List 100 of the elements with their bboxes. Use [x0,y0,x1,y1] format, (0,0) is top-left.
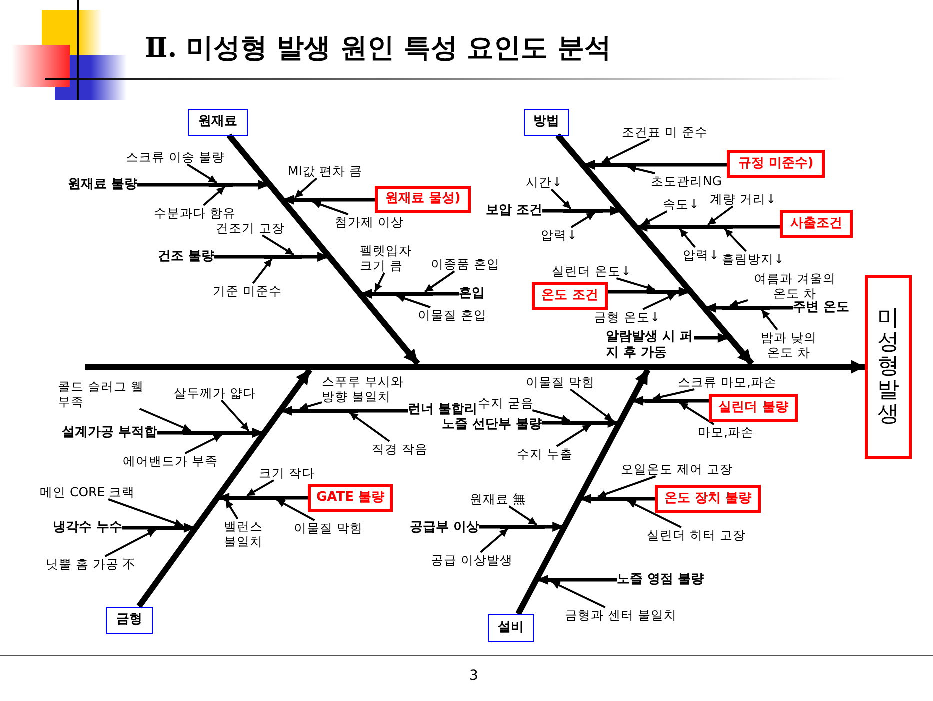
category-box: 원재료 [188,108,248,136]
arrow [228,134,459,299]
arrow [550,188,572,210]
arrow [252,258,273,284]
cause-label: 건조 불량 [158,249,215,265]
sub-cause-label: 스푸루 부시와 방향 불일치 [322,374,414,404]
sub-cause-label: 여름과 겨울의 온도 차 [748,271,842,301]
arrow [556,134,754,366]
arrow [186,164,218,184]
sub-cause-label: 실린더 히터 고장 [647,528,746,542]
category-box: 설비 [488,614,534,642]
arrow [602,138,650,164]
sub-cause-label: 실린더 온도↓ [552,264,632,278]
sub-cause-label: 밸런스 불일치 [224,519,270,549]
arrow [294,178,318,199]
arrow [226,134,420,366]
category-box: 방법 [524,108,569,136]
arrow [532,410,570,423]
arrow [424,270,456,293]
sub-cause-label: 초도관리NG [651,174,722,188]
page-number: 3 [468,668,480,684]
sub-cause-label: 살두께가 얇다 [174,386,256,400]
sub-cause-label: 공급 이상발생 [431,552,513,568]
sub-cause-label: 오일온도 제어 고장 [621,462,733,476]
arrow [276,499,316,522]
cause-label: 런너 불합리 [408,402,478,418]
highlighted-cause-box: 온도 조건 [532,282,608,310]
sub-cause-label: 계량 거리↓ [710,192,776,206]
cause-label: 냉각수 누수 [53,520,123,536]
arrow [642,293,676,310]
arrow [570,388,614,422]
cause-label: 노즐 선단부 불량 [442,417,542,433]
arrow [220,400,250,432]
sub-cause-label: 속도↓ [663,196,700,212]
arrow [225,499,239,520]
sub-cause-label: 스크류 마모,파손 [678,374,777,390]
arrow [516,368,651,616]
sub-cause-label: 금형과 센터 불일치 [565,608,677,622]
sub-cause-label: 스크류 이송 불량 [126,150,225,164]
arrow [246,480,274,497]
arrow [480,528,509,554]
highlighted-cause-box: 원재료 물성) [375,186,471,212]
arrow [570,212,596,228]
sub-cause-label: 압력↓ [683,248,720,262]
arrow [136,368,312,608]
sub-cause-label: 수분과다 함유 [154,206,236,220]
arrow [628,500,682,528]
arrow [349,412,390,442]
arrow [724,228,747,252]
category-box: 금형 [106,606,153,634]
arrow [508,506,538,526]
sub-cause-label: 마모,파손 [698,424,754,440]
cause-label: 알람발생 시 퍼지 후 가동 [606,329,694,361]
arrow [616,278,656,292]
title: Ⅱ. 미성형 발생 원인 특성 요인도 분석 [145,32,612,66]
arrow [108,498,184,528]
arrow [652,388,695,402]
sub-cause-label: 닛뿔 홈 가공 不 [46,556,136,572]
sub-cause-label: 콜드 슬러그 웰 부족 [58,379,152,409]
highlighted-cause-box: GATE 불량 [308,484,393,512]
sub-cause-label: 수지 굳음 [478,396,534,410]
arrow [552,581,606,608]
sub-cause-label: 이물질 막힘 [294,520,363,536]
sub-cause-label: 압력↓ [541,228,578,242]
effect-box: 미성형 발생 [865,275,912,459]
arrow [642,210,668,226]
sub-cause-label: 첨가제 이상 [335,214,404,230]
arrow [374,272,386,292]
arrow [730,300,748,308]
cause-label: 주변 온도 [793,300,850,316]
arrow [104,529,156,558]
arrow [707,206,734,226]
arrow [628,164,656,174]
highlighted-cause-box: 온도 장치 불량 [655,485,761,513]
sub-cause-label: 밤과 낮의 온도 차 [755,330,823,360]
sub-cause-label: 크기 작다 [259,466,315,480]
sub-cause-label: 건조기 고장 [216,220,285,236]
sub-cause-label: 에어밴드가 부족 [123,454,218,468]
sub-cause-label: 메인 CORE 크랙 [40,484,136,500]
cause-label: 혼입 [459,286,485,302]
sub-cause-label: 조건표 미 준수 [622,124,708,140]
sub-cause-label: 직경 작음 [372,442,428,456]
cause-label: 설계가공 부적합 [62,425,158,441]
sub-cause-label: 수지 누출 [517,446,573,462]
sub-cause-label: 펠렛입자 크기 큼 [360,243,424,273]
cause-label: 보압 조건 [486,203,543,219]
arrow [184,434,222,454]
sub-cause-label: MI값 편차 큼 [288,164,362,178]
highlighted-cause-box: 실린더 불량 [709,394,798,422]
cause-label: 공급부 이상 [410,520,480,536]
sub-cause-label: 기준 미준수 [213,284,282,298]
sub-cause-label: 이물질 막힘 [526,374,595,390]
sub-cause-label: 원재료 無 [470,492,526,506]
sub-cause-label: 시간↓ [526,174,562,190]
arrow [516,575,617,615]
arrow [262,234,295,256]
arrow [556,424,592,448]
arrow [679,228,696,248]
spine-bar [85,364,850,370]
cause-label: 노즐 영점 불량 [617,572,704,588]
